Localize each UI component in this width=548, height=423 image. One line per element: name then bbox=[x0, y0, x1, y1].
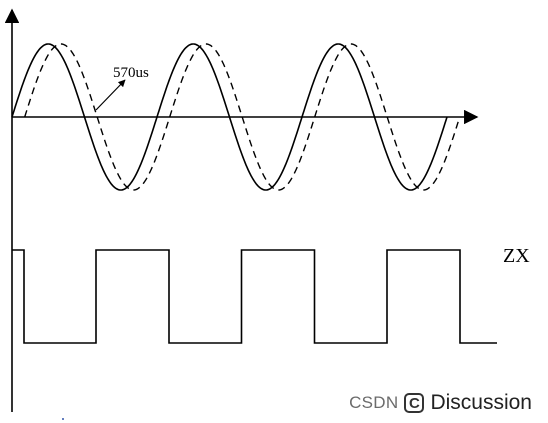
sine-wave-dashed bbox=[24, 43, 461, 191]
delay-label: 570us bbox=[113, 65, 149, 81]
watermark-site: CSDN bbox=[349, 393, 399, 412]
square-wave bbox=[12, 249, 497, 344]
stray-dot bbox=[62, 418, 64, 420]
watermark: CSDN C Discussion bbox=[349, 391, 532, 415]
discussion-logo-icon: C bbox=[404, 393, 425, 413]
watermark-channel: Discussion bbox=[430, 391, 532, 414]
delay-arrow bbox=[95, 79, 126, 111]
signal-label: ZX bbox=[503, 245, 530, 267]
sine-wave-solid bbox=[11, 43, 448, 191]
